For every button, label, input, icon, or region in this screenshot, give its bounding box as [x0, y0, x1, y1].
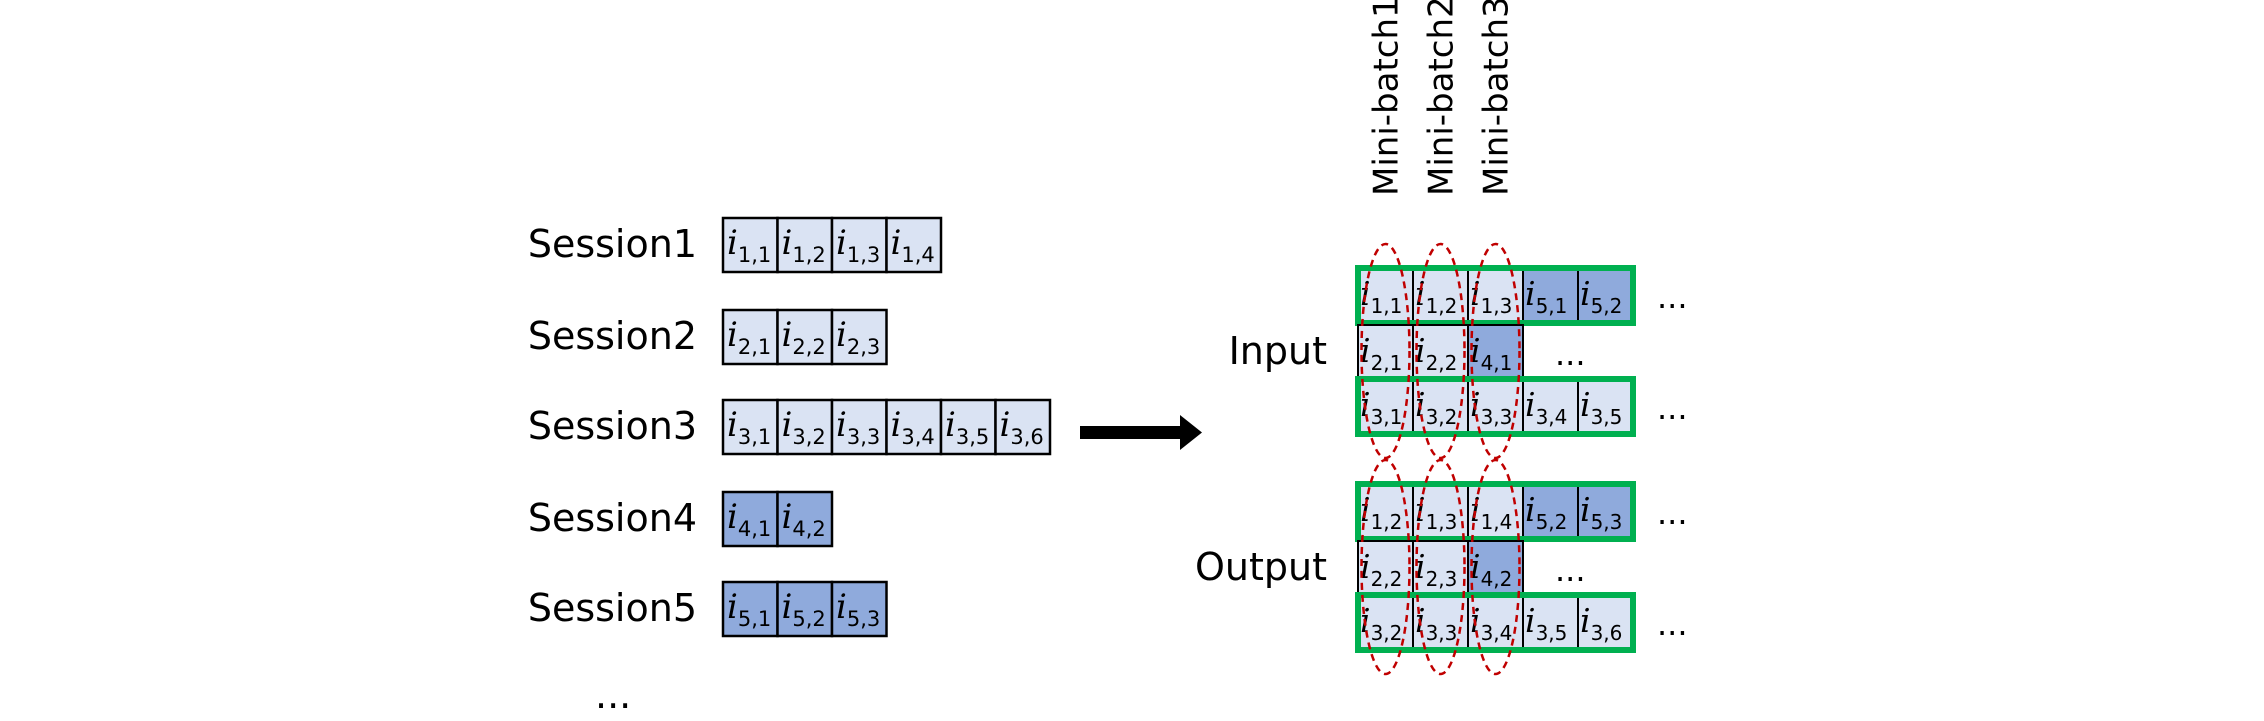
output-row-2-item-3: i4,2 [1470, 547, 1512, 591]
input-row-3-item-5: i3,5 [1580, 385, 1622, 429]
minibatch-label-3: Mini-batch3 [1477, 0, 1517, 196]
arrow-head [1180, 415, 1202, 450]
session-1-item-3: i1,3 [836, 223, 880, 267]
output-row-3-ellipsis: ... [1657, 605, 1688, 643]
input-minibatch-2-ellipse [1415, 242, 1466, 460]
output-row-1-ellipsis: ... [1657, 494, 1688, 532]
output-label: Output [1195, 545, 1327, 589]
session-label-4: Session4 [528, 496, 697, 540]
session-label-3: Session3 [528, 404, 697, 448]
session-5-cell-3 [830, 580, 888, 638]
input-row-3-highlight-box [1355, 376, 1636, 437]
sessions-ellipsis: ... [595, 673, 631, 717]
session-2-item-3: i2,3 [836, 315, 880, 359]
output-row-3-item-4: i3,5 [1525, 601, 1567, 645]
session-3-cell-6 [994, 398, 1052, 456]
input-row-2-item-2: i2,2 [1415, 331, 1457, 375]
session-3-item-4: i3,4 [891, 405, 935, 449]
session-5-item-2: i5,2 [782, 587, 826, 631]
session-1-item-2: i1,2 [782, 223, 826, 267]
input-row-2-ellipsis: ... [1555, 335, 1586, 373]
session-3-cell-5 [939, 398, 997, 456]
output-minibatch-1-ellipse [1360, 458, 1411, 676]
output-row-1-highlight-box [1355, 481, 1636, 542]
session-4-cell-2 [776, 490, 834, 548]
input-row-1-item-1: i1,1 [1360, 274, 1402, 318]
output-row-2-ellipsis: ... [1555, 551, 1586, 589]
input-row-1-item-3: i1,3 [1470, 274, 1512, 318]
session-2-cell-2 [776, 308, 834, 366]
minibatch-label-2: Mini-batch2 [1422, 0, 1462, 196]
session-2-item-1: i2,1 [727, 315, 771, 359]
output-row-2-item-1: i2,2 [1360, 547, 1402, 591]
input-row-2-item-3: i4,1 [1470, 331, 1512, 375]
session-3-item-5: i3,5 [945, 405, 989, 449]
session-2-item-2: i2,2 [782, 315, 826, 359]
input-row-1-item-2: i1,2 [1415, 274, 1457, 318]
session-3-item-2: i3,2 [782, 405, 826, 449]
session-label-1: Session1 [528, 222, 697, 266]
input-row-3-item-4: i3,4 [1525, 385, 1567, 429]
input-row-2-cell-1 [1357, 324, 1414, 381]
output-row-2-item-2: i2,3 [1415, 547, 1457, 591]
output-row-1-item-5: i5,3 [1580, 490, 1622, 534]
session-3-cell-1 [721, 398, 779, 456]
output-minibatch-3-ellipse [1470, 458, 1521, 676]
input-label: Input [1229, 329, 1327, 373]
session-label-5: Session5 [528, 586, 697, 630]
session-4-item-1: i4,1 [727, 497, 771, 541]
session-5-item-1: i5,1 [727, 587, 771, 631]
session-1-item-4: i1,4 [891, 223, 935, 267]
output-row-1-cell-5 [1577, 483, 1634, 540]
arrow-shaft [1080, 426, 1190, 439]
output-row-3-highlight-box [1355, 592, 1636, 653]
output-row-1-item-2: i1,3 [1415, 490, 1457, 534]
session-5-item-3: i5,3 [836, 587, 880, 631]
output-row-1-item-4: i5,2 [1525, 490, 1567, 534]
input-row-3-ellipsis: ... [1657, 389, 1688, 427]
output-row-3-item-5: i3,6 [1580, 601, 1622, 645]
session-2-cell-3 [830, 308, 888, 366]
session-3-item-3: i3,3 [836, 405, 880, 449]
session-4-item-2: i4,2 [782, 497, 826, 541]
session-5-cell-2 [776, 580, 834, 638]
session-1-cell-3 [830, 216, 888, 274]
input-minibatch-1-ellipse [1360, 242, 1411, 460]
session-1-cell-1 [721, 216, 779, 274]
input-row-1-highlight-box [1355, 265, 1636, 326]
output-minibatch-2-ellipse [1415, 458, 1466, 676]
output-row-1-item-3: i1,4 [1470, 490, 1512, 534]
session-label-2: Session2 [528, 314, 697, 358]
input-row-2-item-1: i2,1 [1360, 331, 1402, 375]
input-minibatch-3-ellipse [1470, 242, 1521, 460]
input-row-3-cell-5 [1577, 378, 1634, 435]
session-1-item-1: i1,1 [727, 223, 771, 267]
session-3-item-1: i3,1 [727, 405, 771, 449]
session-3-item-6: i3,6 [1000, 405, 1044, 449]
input-row-1-ellipsis: ... [1657, 278, 1688, 316]
session-1-cell-4 [885, 216, 943, 274]
output-row-1-item-1: i1,2 [1360, 490, 1402, 534]
minibatch-label-1: Mini-batch1 [1367, 0, 1407, 196]
session-3-cell-4 [885, 398, 943, 456]
input-row-1-item-4: i5,1 [1525, 274, 1567, 318]
input-row-1-item-5: i5,2 [1580, 274, 1622, 318]
session-2-cell-1 [721, 308, 779, 366]
